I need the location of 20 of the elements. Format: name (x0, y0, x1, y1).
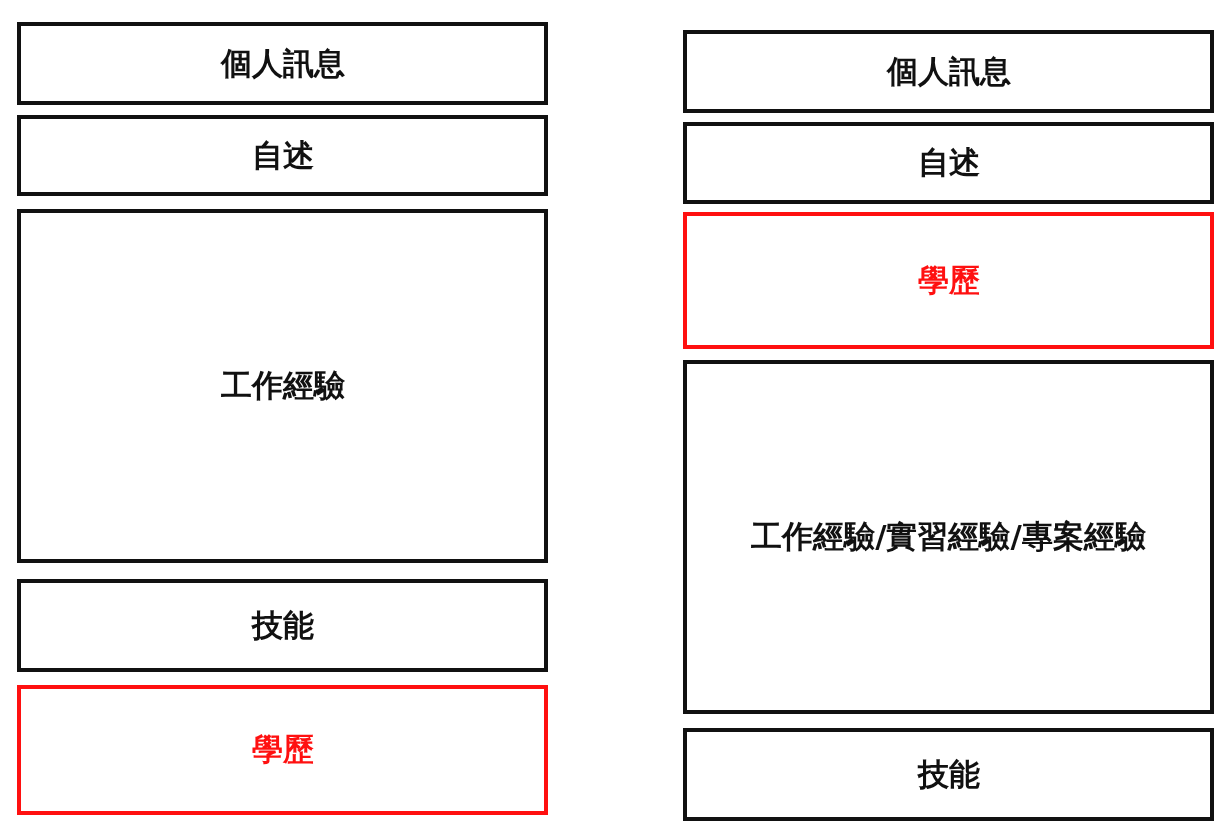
section-label: 學歷 (917, 260, 980, 300)
section-label: 自述 (917, 143, 980, 182)
section-label: 工作經驗/實習經驗/專案經驗 (751, 517, 1146, 556)
section-box (17, 115, 548, 196)
section-box (17, 685, 548, 815)
section-box (17, 579, 548, 672)
section-box (17, 22, 548, 105)
section-box (683, 212, 1214, 349)
section-label: 學歷 (251, 730, 314, 769)
section-label: 技能 (251, 605, 314, 645)
section-box (683, 30, 1214, 113)
section-label: 自述 (251, 135, 314, 175)
section-box (683, 122, 1214, 204)
section-box (683, 360, 1214, 714)
section-label: 工作經驗 (220, 366, 345, 405)
section-label: 技能 (917, 754, 980, 794)
section-box (683, 728, 1214, 821)
section-label: 個人訊息 (220, 43, 345, 83)
section-label: 個人訊息 (886, 51, 1011, 91)
section-box (17, 209, 548, 563)
